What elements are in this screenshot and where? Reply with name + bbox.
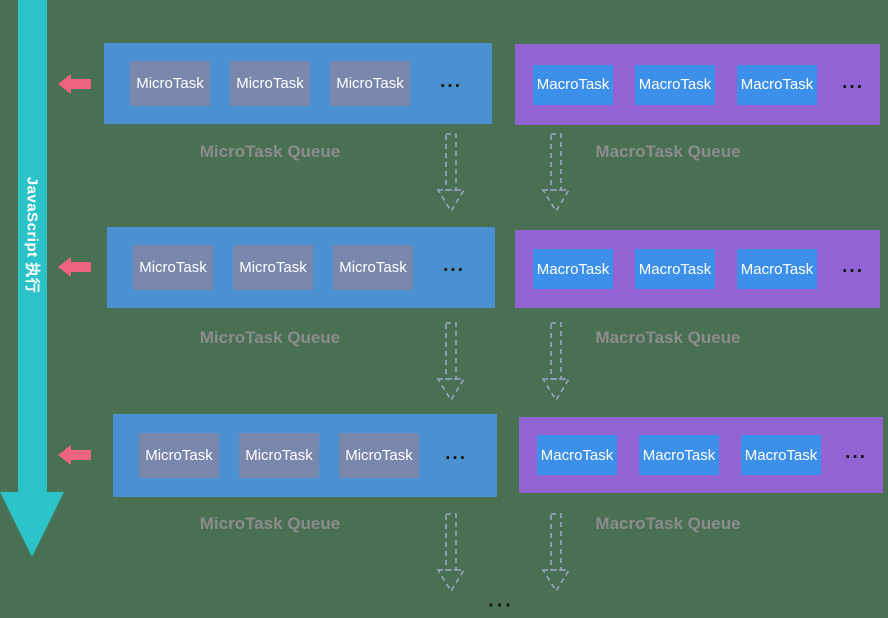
macrotask-queue-box: MacroTask MacroTask MacroTask ... [519,417,883,493]
microtask-item: MicroTask [139,433,219,478]
javascript-execution-arrow-shaft [18,0,47,494]
javascript-execution-label: JavaScript 执行 [23,176,41,294]
macrotask-item: MacroTask [737,64,817,105]
macrotask-item: MacroTask [635,249,715,289]
macrotask-queue-label: MacroTask Queue [595,142,741,161]
dashed-down-arrow-icon [541,513,571,593]
more-tasks-ellipsis: ... [845,442,867,464]
microtask-queue-label: MicroTask Queue [199,142,341,161]
more-tasks-ellipsis: ... [842,71,864,93]
left-arrow-tail [71,79,91,89]
left-arrow-head-icon [58,445,71,465]
left-arrow-icon [58,257,91,277]
macrotask-item: MacroTask [635,64,715,105]
microtask-item: MicroTask [330,61,410,106]
macrotask-item: MacroTask [533,249,613,289]
macrotask-queue-box: MacroTask MacroTask MacroTask ... [515,230,880,308]
left-arrow-icon [58,445,91,465]
more-tasks-ellipsis: ... [842,256,864,278]
macrotask-item: MacroTask [533,64,613,105]
microtask-queue-box: MicroTask MicroTask MicroTask ... [113,414,497,497]
continuation-ellipsis: ... [488,589,514,612]
left-arrow-tail [71,450,91,460]
microtask-item: MicroTask [333,245,413,290]
dashed-down-arrow-icon [436,322,466,402]
microtask-item: MicroTask [230,61,310,106]
left-arrow-head-icon [58,74,71,94]
left-arrow-head-icon [58,257,71,277]
dashed-down-arrow-icon [541,133,571,213]
microtask-queue-label: MicroTask Queue [199,328,341,347]
more-tasks-ellipsis: ... [440,70,462,92]
microtask-item: MicroTask [233,245,313,290]
macrotask-item: MacroTask [741,435,821,475]
macrotask-item: MacroTask [737,249,817,289]
microtask-queue-box: MicroTask MicroTask MicroTask ... [104,43,492,124]
macrotask-item: MacroTask [537,435,617,475]
macrotask-item: MacroTask [639,435,719,475]
left-arrow-icon [58,74,91,94]
more-tasks-ellipsis: ... [443,254,465,276]
more-tasks-ellipsis: ... [445,442,467,464]
dashed-down-arrow-icon [436,133,466,213]
microtask-queue-label: MicroTask Queue [199,514,341,533]
dashed-down-arrow-icon [541,322,571,402]
dashed-down-arrow-icon [436,513,466,593]
macrotask-queue-label: MacroTask Queue [595,328,741,347]
microtask-queue-box: MicroTask MicroTask MicroTask ... [107,227,495,308]
left-arrow-tail [71,262,91,272]
microtask-item: MicroTask [133,245,213,290]
macrotask-queue-box: MacroTask MacroTask MacroTask ... [515,44,880,125]
macrotask-queue-label: MacroTask Queue [595,514,741,533]
javascript-execution-arrow-head-icon [0,492,64,557]
microtask-item: MicroTask [239,433,319,478]
microtask-item: MicroTask [339,433,419,478]
microtask-item: MicroTask [130,61,210,106]
